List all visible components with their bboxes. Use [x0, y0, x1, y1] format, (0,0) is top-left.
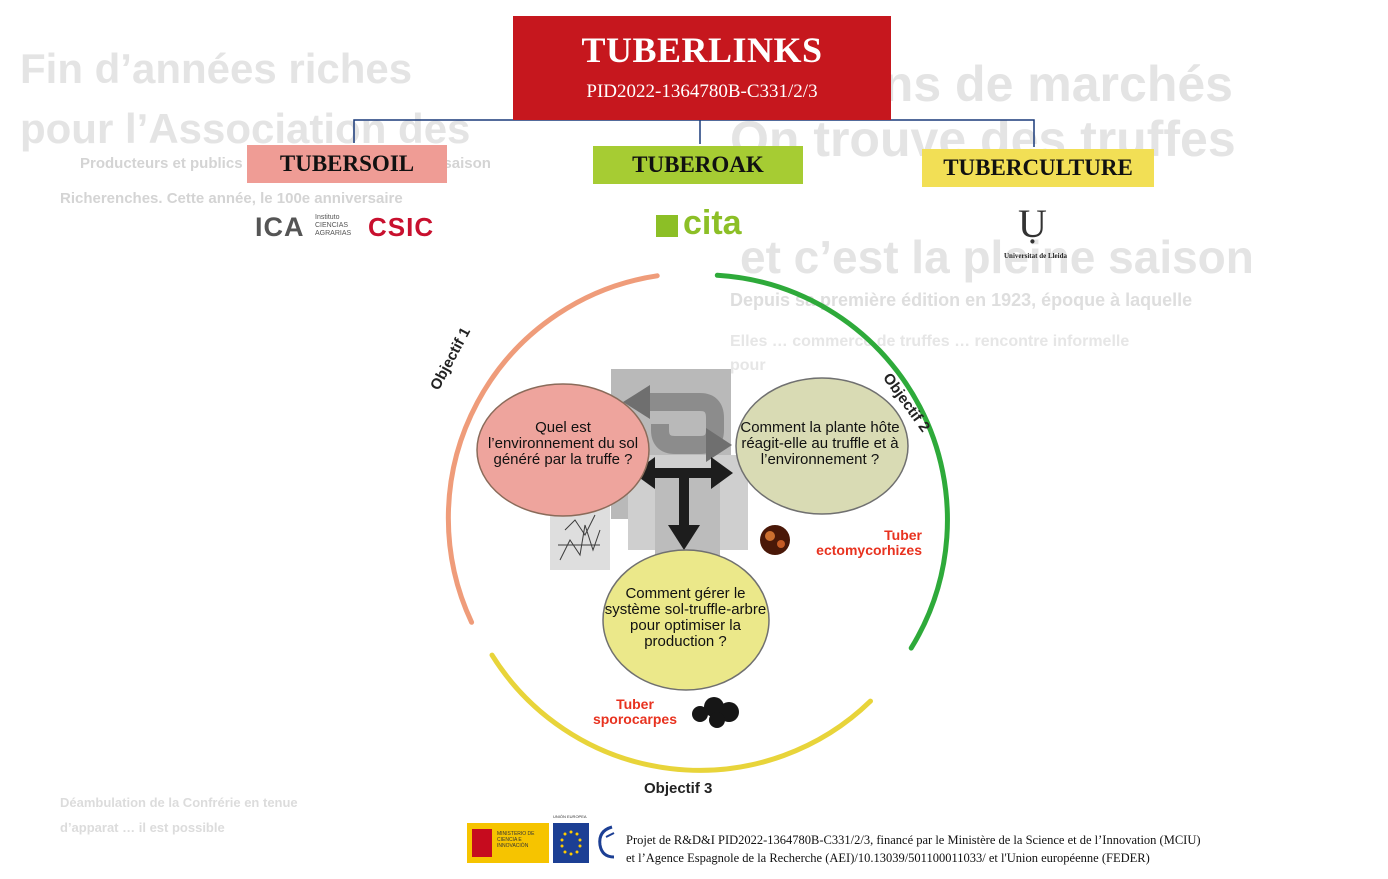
background-text: pour l’Association des: [20, 105, 471, 152]
title: TUBERLINKS: [581, 30, 823, 70]
aei-logo-icon: [598, 825, 615, 859]
background-text: Déambulation de la Confrérie en tenue: [60, 795, 298, 810]
arc-objectif-1: [445, 273, 660, 625]
question-bubble-3: [602, 549, 770, 691]
ministry-name: MINISTERIO DE CIENCIA E INNOVACIÓN: [497, 831, 535, 849]
eu-name: UNIÓN EUROPEA: [553, 814, 587, 819]
question-2-text: Comment la plante hôte réagit-elle au tr…: [740, 419, 900, 468]
ectomycorhize-image: [760, 525, 790, 555]
funding-line-2: et l’Agence Espagnole de la Recherche (A…: [626, 851, 1150, 865]
question-1-text: Quel est l’environnement du sol généré p…: [487, 419, 639, 468]
objectif-3-label: Objectif 3: [644, 780, 713, 797]
ica-logo: ICA: [255, 212, 305, 242]
question-bubble-2: [735, 377, 909, 515]
title-box: TUBERLINKS PID2022-1364780B-C331/2/3: [513, 16, 891, 120]
eu-stars-icon: [560, 830, 582, 856]
center-graphic: [611, 369, 748, 560]
funding-text: Projet de R&D&I PID2022-1364780B-C331/2/…: [626, 831, 1201, 867]
connector-lines: [353, 119, 1035, 147]
question-3-text: Comment gérer le système sol-truffle-arb…: [604, 585, 767, 650]
ectomycorhizes-label: Tuber ectomycorhizes: [816, 527, 922, 558]
question-bubble-1: [476, 383, 650, 517]
cita-logo: cita: [683, 204, 742, 242]
ica-logo-subtitle: Instituto CIENCIAS AGRARIAS: [315, 214, 352, 237]
ministry-logo: MINISTERIO DE CIENCIA E INNOVACIÓN: [467, 823, 549, 863]
subproject-tuberoak: TUBEROAK: [593, 146, 803, 184]
arc-objectif-2: [714, 272, 950, 651]
background-text: Fin d’années riches: [20, 45, 413, 92]
project-code: PID2022-1364780B-C331/2/3: [586, 81, 818, 102]
background-text: Elles … commerce de truffes … rencontre …: [730, 333, 1130, 374]
subproject-tuberculture: TUBERCULTURE: [922, 149, 1154, 187]
udl-logo-mark: Ụ: [1018, 201, 1047, 246]
csic-logo: CSIC: [368, 212, 435, 242]
sporocarpes-label: Tuber sporocarpes: [592, 696, 678, 727]
eu-flag-logo: UNIÓN EUROPEA: [553, 814, 589, 863]
spain-flag-icon: [472, 829, 492, 857]
background-text: Richerenches. Cette année, le 100e anniv…: [60, 190, 403, 207]
background-text: et c’est la pleine saison: [740, 231, 1254, 283]
subproject-tubersoil: TUBERSOIL: [247, 145, 447, 183]
root-image-scribble: [558, 514, 601, 561]
arc-objectif-3: [489, 652, 873, 773]
objective-arcs: [445, 272, 950, 773]
background-text: d’apparat … il est possible: [60, 820, 225, 835]
background-text: Depuis sa première édition en 1923, époq…: [730, 290, 1193, 310]
udl-logo: Universitat de Lleida: [1004, 252, 1067, 260]
funding-line-1: Projet de R&D&I PID2022-1364780B-C331/2/…: [626, 833, 1201, 847]
sporocarpe-image: [692, 697, 739, 728]
cita-logo-mark: [656, 215, 678, 237]
